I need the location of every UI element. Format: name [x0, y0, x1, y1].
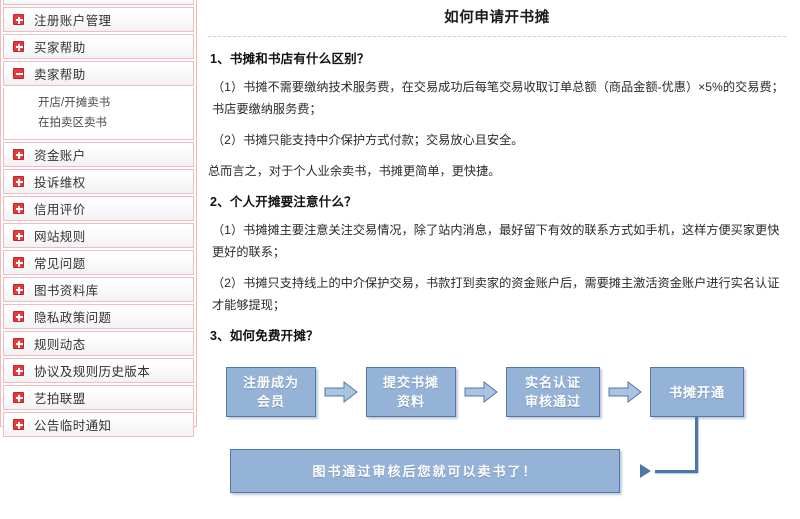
- sidebar-item-label: 艺拍联盟: [34, 392, 86, 406]
- sidebar-subitem-auction-sell[interactable]: 在拍卖区卖书: [38, 117, 107, 129]
- flow-connector-arrowhead: [640, 464, 651, 478]
- section-heading-2: 2、个人开摊要注意什么？: [210, 195, 357, 209]
- sidebar-item-label: 买家帮助: [34, 41, 86, 55]
- flow-arrow-3: [608, 381, 642, 403]
- flow-step-box-2: 提交书摊 资料: [366, 367, 456, 417]
- plus-icon[interactable]: [13, 230, 24, 241]
- sidebar-item-agreement-history[interactable]: 协议及规则历史版本: [3, 358, 194, 383]
- plus-icon[interactable]: [13, 419, 24, 430]
- sidebar-item-label: 规则动态: [34, 338, 86, 352]
- sidebar-item-label: 投诉维权: [34, 176, 86, 190]
- sidebar-item-label: 隐私政策问题: [34, 311, 112, 325]
- flow-arrow-1: [324, 381, 358, 403]
- plus-icon[interactable]: [13, 176, 24, 187]
- flow-connector-vertical: [695, 417, 698, 473]
- sidebar-item-label: 注册账户管理: [34, 14, 112, 28]
- section-1-paragraph-3: 总而言之，对于个人业余卖书，书摊更简单，更快捷。: [208, 164, 501, 178]
- section-1-paragraph-1: （1）书摊不需要缴纳技术服务费，在交易成功后每笔交易收取订单总额（商品金额-优惠…: [212, 80, 784, 116]
- sidebar-item-label: 网站规则: [34, 230, 86, 244]
- sidebar-item-art-auction-alliance[interactable]: 艺拍联盟: [3, 385, 194, 410]
- sidebar-item-announcements[interactable]: 公告临时通知: [3, 412, 194, 437]
- plus-icon[interactable]: [13, 149, 24, 160]
- flow-step-box-1: 注册成为 会员: [226, 367, 316, 417]
- plus-icon[interactable]: [13, 365, 24, 376]
- flow-arrow-2: [464, 381, 498, 403]
- sidebar-top-sliver: [3, 0, 194, 5]
- sidebar-navigation: 注册账户管理 买家帮助 卖家帮助 开店/开摊卖书 在拍卖区卖书 资金账户 投诉维…: [0, 0, 197, 437]
- main-content: 如何申请开书摊 1、书摊和书店有什么区别？ （1）书摊不需要缴纳技术服务费，在交…: [200, 0, 800, 519]
- title-divider: [208, 36, 786, 37]
- sidebar-item-privacy-policy[interactable]: 隐私政策问题: [3, 304, 194, 329]
- plus-icon[interactable]: [13, 284, 24, 295]
- sidebar-item-label: 资金账户: [34, 149, 86, 163]
- sidebar-item-label: 卖家帮助: [34, 68, 86, 82]
- plus-icon[interactable]: [13, 311, 24, 322]
- sidebar-item-site-rules[interactable]: 网站规则: [3, 223, 194, 248]
- flow-step-box-4: 书摊开通: [650, 367, 744, 417]
- section-heading-3: 3、如何免费开摊？: [210, 329, 319, 343]
- flow-step-box-3: 实名认证 审核通过: [506, 367, 600, 417]
- plus-icon[interactable]: [13, 41, 24, 52]
- sidebar-item-label: 常见问题: [34, 257, 86, 271]
- plus-icon[interactable]: [13, 14, 24, 25]
- section-heading-1: 1、书摊和书店有什么区别？: [210, 52, 370, 66]
- sidebar-submenu-seller-help: 开店/开摊卖书 在拍卖区卖书: [3, 88, 194, 140]
- sidebar-item-complaint-rights[interactable]: 投诉维权: [3, 169, 194, 194]
- sidebar-item-label: 公告临时通知: [34, 419, 112, 433]
- minus-icon[interactable]: [13, 68, 24, 79]
- plus-icon[interactable]: [13, 338, 24, 349]
- sidebar-item-credit-rating[interactable]: 信用评价: [3, 196, 194, 221]
- plus-icon[interactable]: [13, 203, 24, 214]
- sidebar-item-register-account[interactable]: 注册账户管理: [3, 7, 194, 32]
- sidebar-item-rule-updates[interactable]: 规则动态: [3, 331, 194, 356]
- signup-flowchart: 注册成为 会员 提交书摊 资料 实名认证 审核通过 书摊开通 图书通过审核后您就…: [208, 353, 800, 518]
- section-1-paragraph-2: （2）书摊只能支持中介保护方式付款；交易放心且安全。: [212, 133, 524, 147]
- sidebar-item-label: 信用评价: [34, 203, 86, 217]
- sidebar-item-label: 协议及规则历史版本: [34, 365, 151, 379]
- sidebar-item-book-database[interactable]: 图书资料库: [3, 277, 194, 302]
- section-2-paragraph-2: （2）书摊只支持线上的中介保护交易，书款打到卖家的资金账户后，需要摊主激活资金账…: [212, 276, 780, 312]
- plus-icon[interactable]: [13, 392, 24, 403]
- sidebar-item-label: 图书资料库: [34, 284, 99, 298]
- sidebar-item-fund-account[interactable]: 资金账户: [3, 142, 194, 167]
- section-2-paragraph-1: （1）书摊摊主要注意关注交易情况，除了站内消息，最好留下有效的联系方式如手机，这…: [212, 223, 780, 259]
- sidebar-item-buyer-help[interactable]: 买家帮助: [3, 34, 194, 59]
- flow-result-box: 图书通过审核后您就可以卖书了！: [230, 449, 620, 493]
- page-title: 如何申请开书摊: [444, 10, 550, 26]
- sidebar-item-seller-help[interactable]: 卖家帮助: [3, 61, 194, 86]
- sidebar-item-faq[interactable]: 常见问题: [3, 250, 194, 275]
- plus-icon[interactable]: [13, 257, 24, 268]
- sidebar-subitem-open-shop[interactable]: 开店/开摊卖书: [38, 97, 111, 109]
- flow-connector-horizontal: [655, 470, 698, 473]
